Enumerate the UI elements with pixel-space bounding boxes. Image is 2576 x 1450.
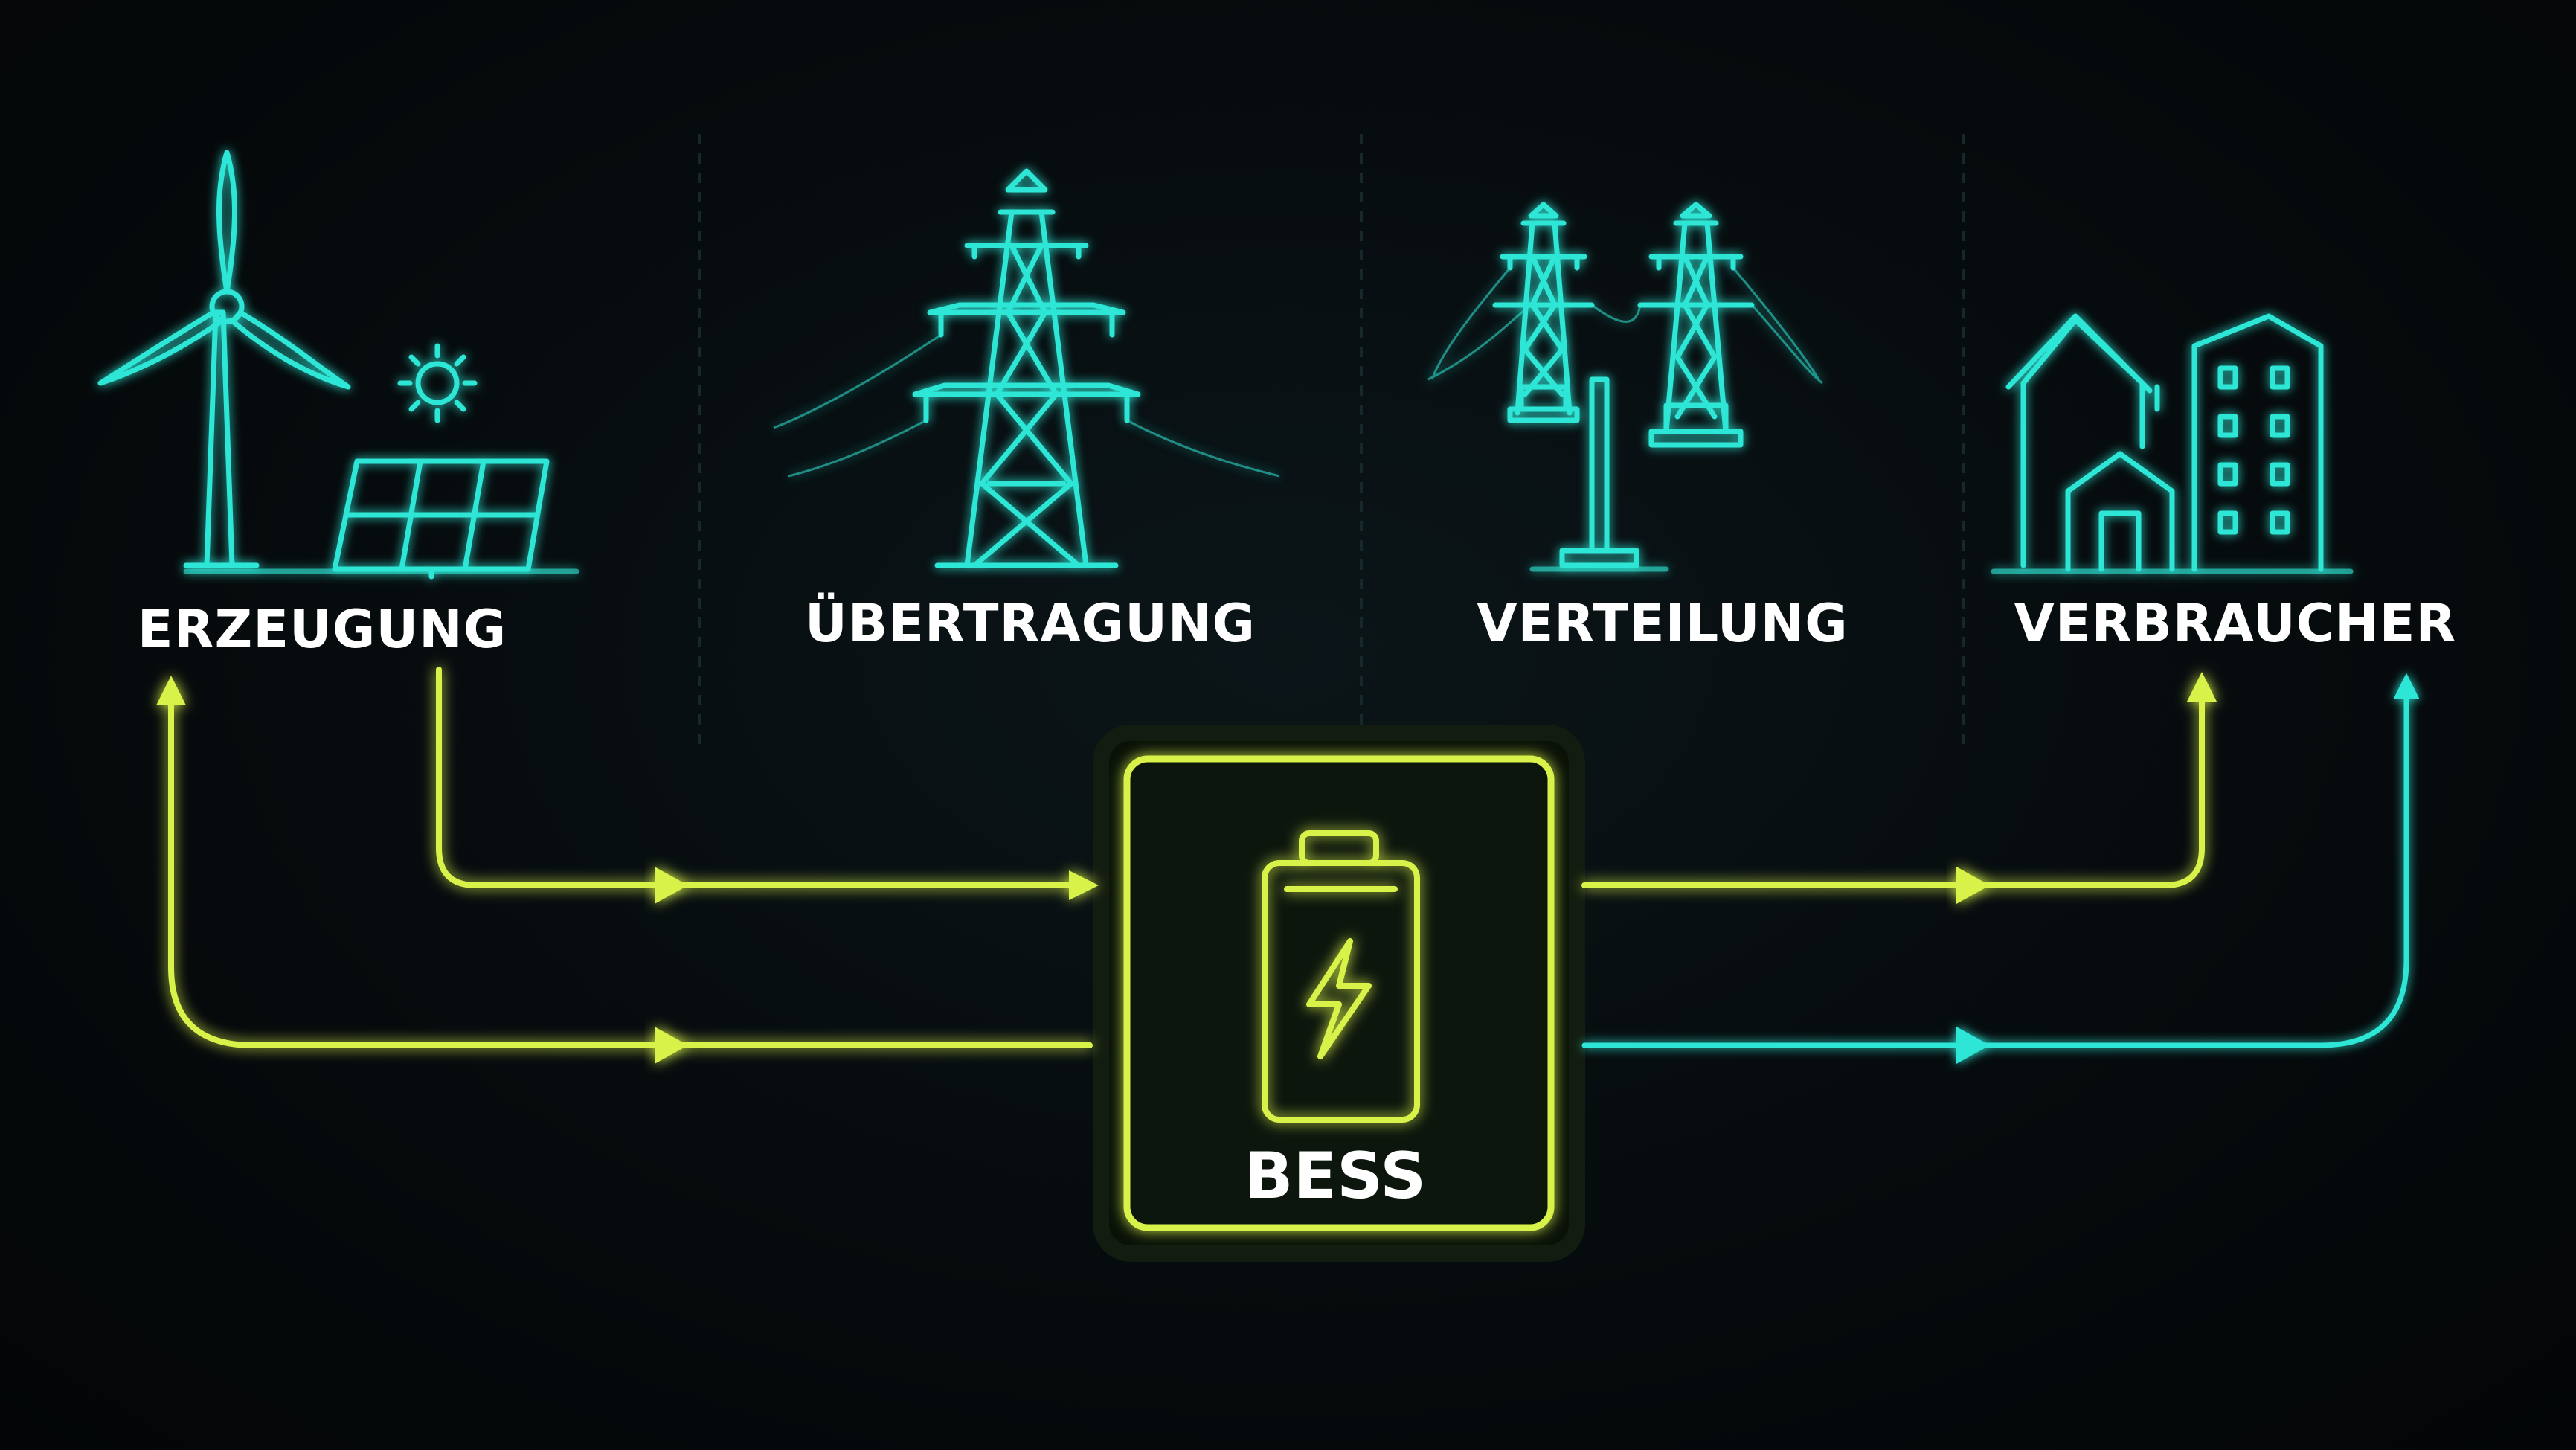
solar-panel-icon <box>183 458 579 580</box>
bess-label: BESS <box>1244 1139 1426 1213</box>
stage-label-verbraucher: VERBRAUCHER <box>2014 593 2457 654</box>
arrow-erzeugung-to-bess <box>436 667 1099 900</box>
section-separators <box>698 134 1965 744</box>
stage-label-verteilung: VERTEILUNG <box>1477 593 1848 654</box>
stage-label-erzeugung: ERZEUGUNG <box>138 599 507 660</box>
stage-label-uebertragung: ÜBERTRAGUNG <box>805 593 1256 654</box>
transmission-tower-icon <box>773 168 1280 568</box>
arrow-bess-to-erzeugung <box>156 676 1093 1048</box>
battery-bolt-icon <box>1262 830 1420 1123</box>
wind-turbine-solar-panel-icon <box>97 150 579 580</box>
mid-arrowhead <box>1956 867 1990 904</box>
wind-turbine-icon <box>97 150 351 568</box>
sun-icon <box>397 343 478 423</box>
distribution-poles-icon <box>1427 202 1823 572</box>
arrow-bess-to-verbraucher-cyan <box>1581 673 2420 1048</box>
bess-box: BESS <box>1093 725 1585 1262</box>
mid-arrowhead <box>655 1027 688 1064</box>
mid-arrowhead <box>655 867 688 904</box>
arrow-bess-to-verbraucher-yellow <box>1581 672 2217 888</box>
house-building-icon <box>1991 313 2354 574</box>
bess-connections <box>156 667 2420 1064</box>
mid-arrowhead <box>1956 1027 1990 1064</box>
